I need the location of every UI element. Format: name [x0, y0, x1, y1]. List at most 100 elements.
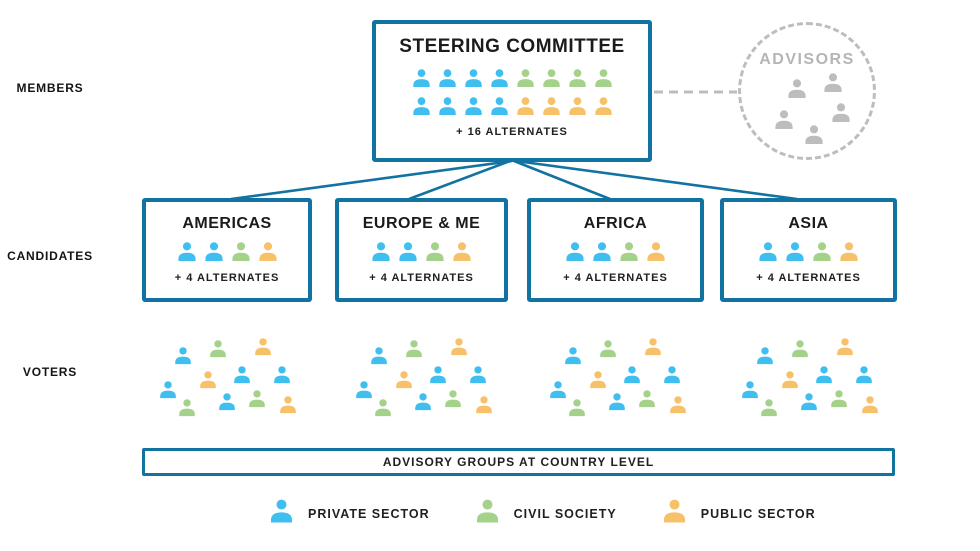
steering-alternates-label: + 16 ALTERNATES: [456, 126, 568, 138]
legend-label: CIVIL SOCIETY: [513, 507, 617, 521]
voter-person: [468, 365, 488, 385]
private-person-icon: [856, 366, 872, 384]
steering-member-icons: [411, 68, 614, 117]
private-person-icon: [490, 69, 508, 88]
region-icons: [757, 241, 860, 263]
legend-label: PRIVATE SECTOR: [308, 507, 430, 521]
voter-person: [790, 339, 810, 359]
voter-person: [278, 395, 298, 415]
private-person-icon: [274, 366, 290, 384]
public-person-icon: [451, 338, 467, 356]
advisor-person-icon: [788, 79, 806, 98]
public-person-icon: [568, 97, 586, 116]
voter-person: [598, 339, 618, 359]
public-person-icon: [840, 242, 858, 261]
private-person-icon: [438, 69, 456, 88]
region-title: AFRICA: [583, 215, 648, 232]
advisor-person: [803, 124, 825, 146]
advisor-person: [830, 102, 852, 124]
legend-label: PUBLIC SECTOR: [700, 507, 816, 521]
private-person-icon: [356, 381, 372, 399]
civil-person-icon: [249, 390, 265, 408]
voter-person: [860, 395, 880, 415]
public-person-icon: [516, 97, 534, 116]
private-person-icon: [609, 393, 625, 411]
civil-person-icon: [445, 390, 461, 408]
civil-person-icon: [792, 340, 808, 358]
voter-person: [567, 398, 587, 418]
public-person-icon: [258, 242, 277, 261]
public-person-icon: [670, 396, 686, 414]
voter-person: [835, 337, 855, 357]
voter-person: [443, 389, 463, 409]
civil-person-icon: [406, 340, 422, 358]
region-icons: [370, 241, 473, 263]
voter-person: [637, 389, 657, 409]
civil-person-icon: [568, 69, 586, 88]
public-person-icon: [645, 338, 661, 356]
region-box-asia: ASIA + 4 ALTERNATES: [720, 198, 897, 302]
civil-person-icon: [476, 499, 498, 523]
private-person-icon: [177, 242, 196, 261]
voter-person: [814, 365, 834, 385]
voter-person: [662, 365, 682, 385]
region-box-americas: AMERICAS + 4 ALTERNATES: [142, 198, 312, 302]
voter-person: [217, 392, 237, 412]
public-person-icon: [837, 338, 853, 356]
public-person-icon: [647, 242, 665, 261]
private-person-icon: [801, 393, 817, 411]
voter-person: [247, 389, 267, 409]
civil-person-icon: [516, 69, 534, 88]
private-person-icon: [399, 242, 417, 261]
region-title: ASIA: [788, 215, 829, 232]
civil-person-icon: [569, 399, 585, 417]
private-person-icon: [464, 69, 482, 88]
private-sector-person-icon: [268, 498, 295, 530]
voter-person: [548, 380, 568, 400]
voters-cluster-africa: [530, 326, 700, 421]
private-person-icon: [412, 69, 430, 88]
steering-committee-title: STEERING COMMITTEE: [399, 36, 625, 57]
public-person-icon: [476, 396, 492, 414]
civil-person-icon: [375, 399, 391, 417]
public-person-icon: [862, 396, 878, 414]
advisor-person: [773, 109, 795, 131]
private-person-icon: [270, 499, 293, 523]
region-title: AMERICAS: [182, 215, 272, 232]
public-person-icon: [542, 97, 560, 116]
row-label-candidates: CANDIDATES: [7, 249, 93, 263]
advisor-person-icon: [805, 125, 823, 144]
voter-person: [622, 365, 642, 385]
voters-cluster-americas: [140, 326, 310, 421]
voter-person: [394, 370, 414, 390]
steering-committee-box: STEERING COMMITTEE + 16 ALTERNATES: [372, 20, 652, 162]
voter-person: [373, 398, 393, 418]
region-alternates-label: + 4 ALTERNATES: [369, 272, 474, 284]
private-person-icon: [160, 381, 176, 399]
civil-person-icon: [210, 340, 226, 358]
private-person-icon: [371, 347, 387, 365]
voter-person: [158, 380, 178, 400]
voters-cluster-asia: [722, 326, 892, 421]
steering-icon-row-1: [411, 68, 614, 89]
private-person-icon: [550, 381, 566, 399]
region-box-europe-me: EUROPE & ME + 4 ALTERNATES: [335, 198, 508, 302]
voter-person: [740, 380, 760, 400]
voter-person: [607, 392, 627, 412]
voter-person: [198, 370, 218, 390]
civil-person-icon: [831, 390, 847, 408]
private-person-icon: [415, 393, 431, 411]
advisor-person-icon: [824, 73, 842, 92]
voter-person: [208, 339, 228, 359]
voter-person: [413, 392, 433, 412]
legend-item-private-sector: PRIVATE SECTOR: [268, 498, 430, 530]
private-person-icon: [759, 242, 777, 261]
civil-society-person-icon: [474, 498, 501, 530]
voter-person: [177, 398, 197, 418]
private-person-icon: [816, 366, 832, 384]
voter-person: [474, 395, 494, 415]
voter-person: [404, 339, 424, 359]
civil-person-icon: [426, 242, 444, 261]
voter-person: [173, 346, 193, 366]
